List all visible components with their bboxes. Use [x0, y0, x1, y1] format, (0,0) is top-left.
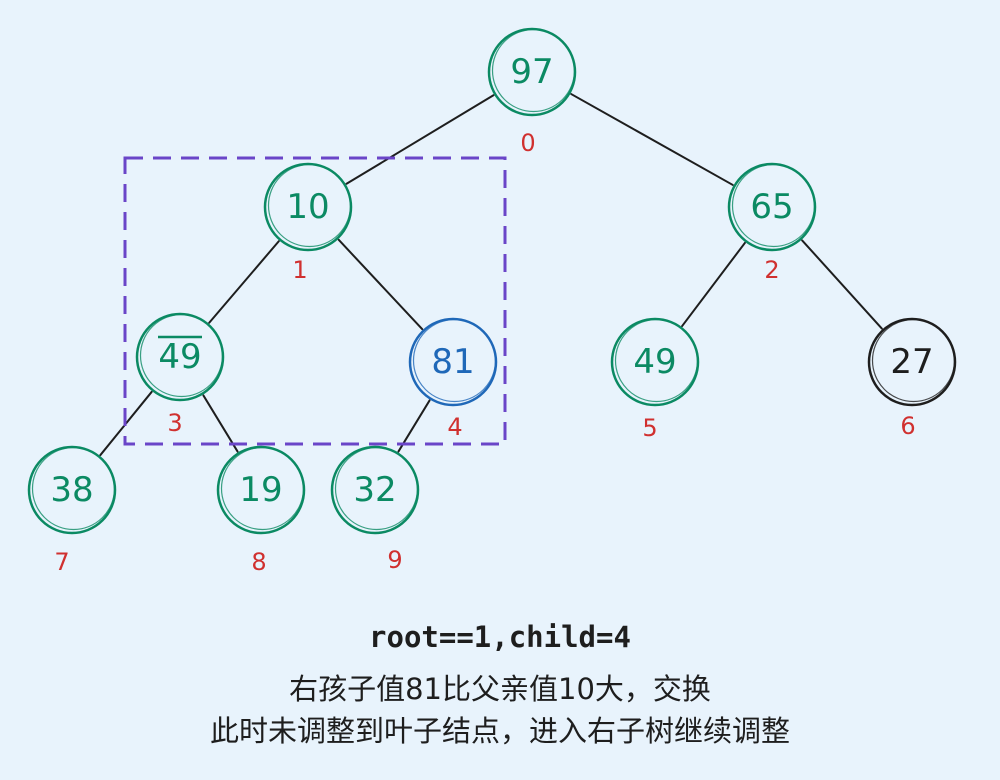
- caption-root-child: root==1,child=4: [369, 620, 631, 654]
- node-circle-sketch: [731, 163, 816, 248]
- heap-node-1: 10 1: [263, 162, 353, 284]
- node-circle-sketch: [31, 446, 116, 531]
- edges-layer: [99, 93, 883, 457]
- caption-swap-note: 右孩子值81比父亲值10大，交换: [289, 672, 711, 706]
- edge-2-5: [681, 241, 746, 328]
- node-index-label: 2: [764, 256, 779, 284]
- node-index-label: 3: [167, 409, 182, 437]
- node-value: 97: [510, 52, 553, 92]
- node-value: 19: [239, 470, 282, 510]
- heap-node-3: 49 3: [135, 312, 225, 437]
- node-circle-sketch: [267, 163, 352, 248]
- node-circle-sketch: [871, 318, 956, 403]
- heap-node-7: 38 7: [27, 445, 117, 576]
- edge-1-4: [337, 238, 424, 331]
- node-index-label: 7: [54, 548, 69, 576]
- node-index-label: 0: [520, 129, 535, 157]
- nodes-layer: 97 0 10 1 65 2 49 3 81 4 49 5 27 6 38 7 19 8 32 9: [27, 27, 957, 576]
- node-circle-sketch: [139, 313, 224, 398]
- node-circle-sketch: [412, 318, 497, 403]
- heap-node-9: 32 9: [330, 445, 420, 574]
- edge-2-6: [801, 239, 883, 330]
- node-index-label: 8: [251, 548, 266, 576]
- edge-0-1: [345, 94, 495, 185]
- caption-continue-note: 此时未调整到叶子结点，进入右子树继续调整: [209, 714, 790, 748]
- node-value: 32: [353, 470, 396, 510]
- node-circle-sketch: [491, 28, 576, 113]
- selection-box-layer: [123, 156, 507, 446]
- edge-0-2: [570, 93, 734, 186]
- node-circle-sketch: [614, 318, 699, 403]
- heap-node-0: 97 0: [487, 27, 577, 157]
- node-value: 49: [633, 342, 676, 382]
- node-index-label: 5: [642, 414, 657, 442]
- heap-node-8: 19 8: [216, 445, 306, 576]
- node-circle-sketch: [220, 446, 305, 531]
- heap-node-2: 65 2: [727, 162, 817, 284]
- edge-1-3: [208, 240, 280, 324]
- node-circle-sketch: [334, 446, 419, 531]
- node-value: 49: [158, 337, 201, 377]
- node-value: 65: [750, 187, 793, 227]
- subtree-selection-box: [123, 156, 507, 446]
- node-value: 81: [431, 342, 474, 382]
- binary-heap-tree: 97 0 10 1 65 2 49 3 81 4 49 5 27 6 38 7 19 8 32 9: [27, 27, 957, 576]
- node-index-label: 6: [900, 412, 915, 440]
- node-value: 10: [286, 187, 329, 227]
- node-value: 27: [890, 342, 933, 382]
- node-index-label: 4: [447, 413, 462, 441]
- heap-node-5: 49 5: [610, 317, 700, 442]
- node-value: 38: [50, 470, 93, 510]
- node-index-label: 1: [292, 256, 307, 284]
- heap-node-4: 81 4: [408, 317, 498, 441]
- node-index-label: 9: [387, 546, 402, 574]
- heap-node-6: 27 6: [867, 317, 957, 440]
- edge-3-8: [202, 394, 239, 453]
